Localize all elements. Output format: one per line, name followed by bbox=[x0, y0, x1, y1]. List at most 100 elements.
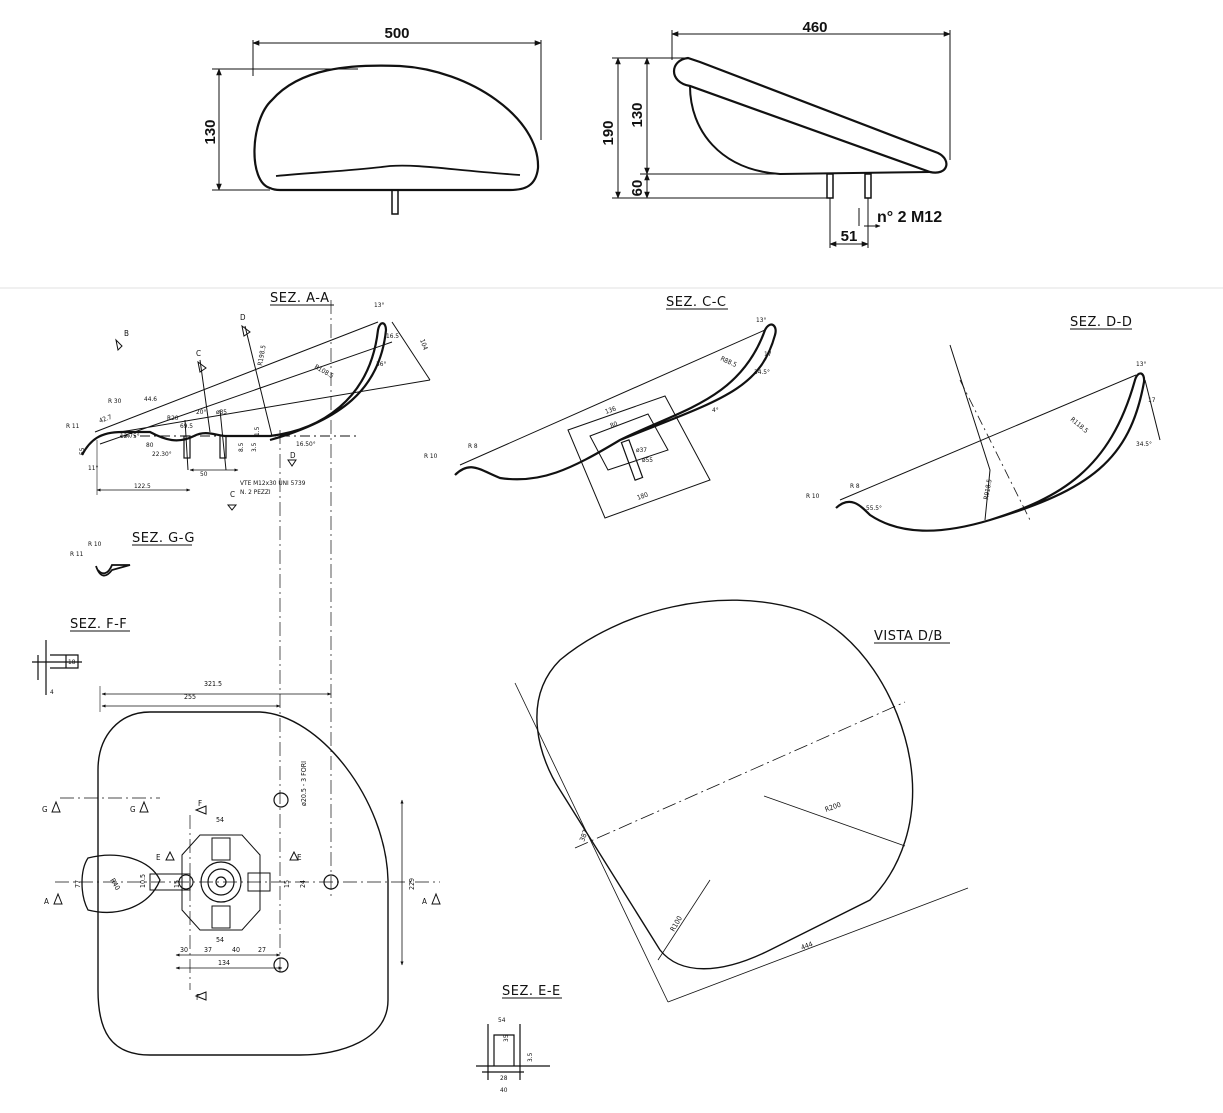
sez-d-label: 17 bbox=[1148, 396, 1156, 404]
front-width-label: 500 bbox=[384, 25, 409, 42]
sez-a-label: ø35 bbox=[216, 408, 227, 416]
sez-e-label: 40 bbox=[500, 1086, 508, 1094]
front-view-outline bbox=[253, 64, 540, 192]
sez-a-label: 16.5 bbox=[386, 332, 399, 340]
sez-e-label: 28 bbox=[500, 1074, 508, 1082]
side-depth-label: 460 bbox=[802, 19, 827, 36]
sez-c-label: ø37 bbox=[636, 446, 647, 454]
sez-a-label: 13° bbox=[374, 301, 384, 309]
sez-a-label: 80 bbox=[146, 441, 154, 449]
side-view-pin-1 bbox=[826, 173, 834, 199]
marker-a: A bbox=[44, 897, 49, 906]
sez-a-label: 122.5 bbox=[134, 482, 151, 490]
sez-c-label: 180 bbox=[636, 490, 649, 501]
plan-label: 134 bbox=[218, 959, 230, 967]
marker-b: B bbox=[124, 329, 129, 338]
marker-c: C bbox=[196, 349, 201, 358]
section-f-title: SEZ. F-F bbox=[70, 617, 127, 632]
vista-label: 444 bbox=[800, 940, 814, 952]
sez-c-label: 13° bbox=[756, 316, 766, 324]
section-c-c: SEZ. C-C 13° 17 R88.5 34.5° 4° 136 80 ø3… bbox=[424, 295, 777, 519]
marker-a: A bbox=[422, 897, 427, 906]
sez-e-label: 54 bbox=[498, 1016, 506, 1024]
plan-label: 40 bbox=[232, 946, 240, 954]
sez-d-label: R 8 bbox=[850, 482, 860, 490]
plan-view: 321.5 255 ø20.5 - 3 FORI 229 54 54 15 24… bbox=[42, 300, 441, 1056]
plan-label: 27 bbox=[258, 946, 266, 954]
sez-a-label: 44.6 bbox=[144, 395, 157, 403]
marker-e: E bbox=[297, 853, 302, 862]
plan-label: R40 bbox=[108, 877, 121, 892]
section-e-title: SEZ. E-E bbox=[502, 984, 561, 999]
plan-label: 255 bbox=[184, 693, 196, 701]
sez-a-label: 42.7 bbox=[98, 413, 113, 425]
sez-c-label: R 8 bbox=[468, 442, 478, 450]
plan-label: ø20.5 - 3 FORI bbox=[300, 761, 308, 806]
sez-c-label: ø55 bbox=[642, 456, 653, 464]
sez-a-label: 12.75° bbox=[120, 432, 140, 440]
front-view-rim bbox=[275, 164, 521, 177]
side-view-shell bbox=[672, 56, 948, 174]
section-c-title: SEZ. C-C bbox=[666, 295, 726, 310]
sez-c-label: 17 bbox=[764, 350, 772, 358]
plan-label: 30 bbox=[180, 946, 188, 954]
sez-c-label: 136 bbox=[604, 404, 617, 415]
plan-label: 10.5 bbox=[139, 874, 147, 888]
sez-e-label: 3.5 bbox=[526, 1052, 534, 1062]
front-height-label: 130 bbox=[202, 119, 219, 144]
vista-title: VISTA D/B bbox=[874, 629, 943, 644]
plan-label: 15 bbox=[173, 880, 181, 888]
sez-a-label: 1.5 bbox=[253, 426, 261, 436]
sez-c-label: 4° bbox=[712, 406, 719, 414]
sez-d-label: R 10 bbox=[806, 492, 820, 500]
front-view-pin bbox=[391, 189, 399, 215]
sez-g-label: R 11 bbox=[70, 550, 84, 558]
sez-c-label: R 10 bbox=[424, 452, 438, 460]
sez-g-label: R 10 bbox=[88, 540, 102, 548]
marker-f: F bbox=[196, 993, 200, 1002]
sez-c-label: 34.5° bbox=[754, 368, 770, 376]
side-bowl-height-label: 130 bbox=[629, 102, 646, 127]
plan-label: 15 bbox=[283, 880, 291, 888]
fixing-label: n° 2 M12 bbox=[877, 209, 942, 226]
plan-label: 37 bbox=[204, 946, 212, 954]
section-g-g: SEZ. G-G R 10 R 11 bbox=[70, 531, 194, 577]
plan-label: 54 bbox=[216, 816, 224, 824]
plan-label: 229 bbox=[408, 878, 416, 890]
sez-a-label: 22.30° bbox=[152, 450, 172, 458]
sez-d-label: R918.5 bbox=[982, 478, 994, 500]
marker-g: G bbox=[42, 805, 48, 814]
side-view-bowl bbox=[689, 85, 931, 176]
marker-d: D bbox=[290, 451, 296, 460]
sez-c-label: R88.5 bbox=[719, 355, 738, 370]
sez-a-label: 3.5 bbox=[250, 442, 258, 452]
sez-d-label: 55.5° bbox=[866, 504, 882, 512]
sez-a-label: 20° bbox=[196, 408, 206, 416]
sez-a-label: 36° bbox=[376, 360, 386, 368]
plan-label: 321.5 bbox=[204, 680, 222, 688]
sez-a-label: 69.5 bbox=[180, 422, 193, 430]
side-view-pin-2 bbox=[864, 173, 872, 199]
vista-d-b: VISTA D/B R200 R100 444 387 bbox=[514, 599, 969, 1003]
sez-a-label: 50 bbox=[200, 470, 208, 478]
marker-d: D bbox=[240, 313, 246, 322]
section-d-d: SEZ. D-D 13° 17 R118.5 34.5° R918.5 55.5… bbox=[806, 315, 1161, 532]
sez-d-label: 34.5° bbox=[1136, 440, 1152, 448]
marker-g: G bbox=[130, 805, 136, 814]
sez-a-label: R20 bbox=[167, 414, 179, 422]
sez-e-label: 35 bbox=[502, 1034, 510, 1042]
plan-label: 77 bbox=[74, 880, 82, 888]
section-a-a: SEZ. A-A 13° 16.5 104 36° R198.5 R108.5 … bbox=[66, 291, 431, 511]
sez-d-label: R118.5 bbox=[1069, 415, 1090, 435]
marker-f: F bbox=[198, 799, 202, 808]
section-a-title: SEZ. A-A bbox=[270, 291, 330, 306]
section-d-title: SEZ. D-D bbox=[1070, 315, 1132, 330]
marker-e: E bbox=[156, 853, 161, 862]
sez-a-label: 55 bbox=[78, 447, 86, 455]
sez-d-label: 13° bbox=[1136, 360, 1146, 368]
sez-a-label: VTE M12x30 UNI 5739 bbox=[240, 479, 306, 487]
vista-label: 387 bbox=[578, 829, 590, 843]
sez-a-label: N. 2 PEZZI bbox=[240, 488, 271, 496]
sez-a-label: R 11 bbox=[66, 422, 80, 430]
